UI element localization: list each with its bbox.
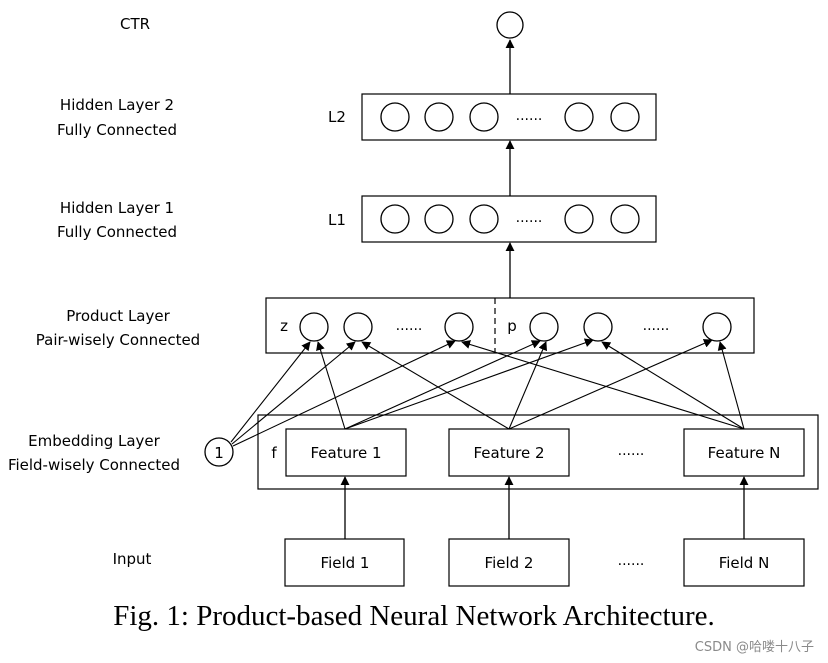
figure-caption: Fig. 1: Product-based Neural Network Arc…	[113, 600, 715, 632]
hidden-2-neuron	[564, 102, 594, 132]
field-label: Field 2	[485, 554, 534, 572]
edge-feature2-to-p1	[508, 341, 547, 430]
f-tag: f	[271, 444, 277, 462]
hidden-1-neuron	[469, 204, 499, 234]
embedding-layer-box	[257, 414, 819, 490]
product-layer-title: Product Layer	[66, 307, 170, 325]
edge-feature1-to-p1	[344, 340, 541, 430]
edge-feature1-to-p2	[344, 338, 594, 430]
edge-feature2-to-z2	[361, 341, 510, 430]
field-ellipsis: ......	[618, 553, 645, 569]
hidden-layer-2-subtitle: Fully Connected	[57, 121, 177, 139]
embedding-layer-subtitle: Field-wisely Connected	[8, 456, 180, 474]
hidden-2-neuron	[469, 102, 499, 132]
l1-tag: L1	[328, 211, 346, 229]
z-tag: z	[280, 317, 288, 335]
edge-featuren-to-zn	[461, 340, 745, 430]
feature-label: Feature 2	[474, 444, 545, 462]
feature-label: Feature N	[708, 444, 781, 462]
ctr-label: CTR	[120, 15, 150, 33]
product-z-ellipsis: ......	[396, 318, 423, 334]
hidden-2-neuron	[424, 102, 454, 132]
input-label: Input	[113, 550, 152, 568]
product-p-neuron	[583, 312, 613, 342]
ctr-node	[496, 11, 524, 39]
source-watermark: CSDN @哈喽十八子	[694, 640, 814, 655]
hidden-1-neuron	[380, 204, 410, 234]
product-z-neuron	[299, 312, 329, 342]
hidden-1-neuron	[424, 204, 454, 234]
product-p-neuron	[702, 312, 732, 342]
hidden-1-neuron	[610, 204, 640, 234]
p-tag: p	[507, 317, 517, 335]
hidden-2-neuron	[610, 102, 640, 132]
hidden-2-ellipsis: ......	[516, 108, 543, 124]
edge-one-to-z2	[231, 341, 356, 445]
edge-feature1-to-z1	[316, 341, 346, 430]
embedding-layer-title: Embedding Layer	[28, 432, 161, 450]
edge-one-to-zn	[232, 340, 456, 447]
hidden-2-neuron	[380, 102, 410, 132]
feature-label: Feature 1	[311, 444, 382, 462]
product-p-neuron	[529, 312, 559, 342]
hidden-layer-1-title: Hidden Layer 1	[60, 199, 174, 217]
feature-ellipsis: ......	[618, 443, 645, 459]
edge-feature2-to-pn	[508, 339, 713, 430]
l2-tag: L2	[328, 108, 346, 126]
constant-one-node	[204, 437, 234, 467]
hidden-layer-1-box	[361, 195, 657, 243]
product-p-ellipsis: ......	[643, 318, 670, 334]
hidden-layer-2-box	[361, 93, 657, 141]
constant-one-label: 1	[214, 444, 224, 462]
hidden-layer-1-subtitle: Fully Connected	[57, 223, 177, 241]
edge-one-to-z1	[230, 341, 311, 443]
edge-featuren-to-pn	[717, 341, 745, 430]
product-layer-subtitle: Pair-wisely Connected	[36, 331, 200, 349]
product-z-neuron	[444, 312, 474, 342]
hidden-layer-2-title: Hidden Layer 2	[60, 96, 174, 114]
hidden-1-ellipsis: ......	[516, 210, 543, 226]
edge-featuren-to-p2	[601, 341, 745, 430]
hidden-1-neuron	[564, 204, 594, 234]
field-label: Field 1	[321, 554, 370, 572]
product-z-neuron	[343, 312, 373, 342]
field-label: Field N	[719, 554, 770, 572]
